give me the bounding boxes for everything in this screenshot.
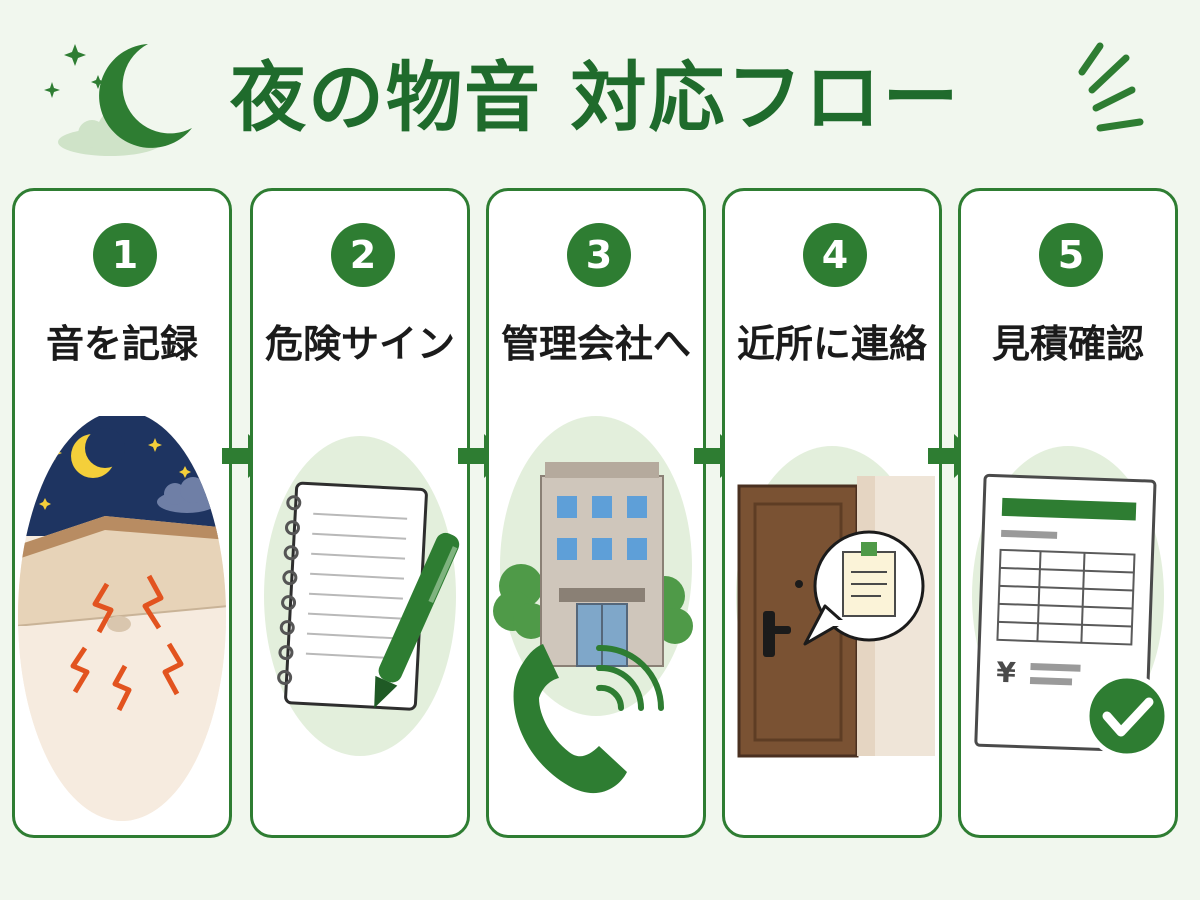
step-number-4: 4 [803,223,867,287]
step-label-4: 近所に連絡 [736,322,927,366]
step-label-1: 音を記録 [45,322,198,366]
step-number-1: 1 [93,223,157,287]
yen-symbol: ¥ [996,656,1017,690]
step-card-5: 5 見積確認 ¥ [958,188,1178,838]
header: 夜の物音 対応フロー [0,0,1200,185]
step-label-2: 危険サイン [264,322,455,366]
building-phone-icon [493,416,693,794]
sound-burst-icon [1078,42,1144,132]
step-card-1: 1 音を記録 [12,188,232,838]
step-number-3: 3 [567,223,631,287]
estimate-check-icon: ¥ [972,446,1170,759]
step-number-2: 2 [331,223,395,287]
step-label-3: 管理会社へ [500,322,691,366]
step-card-2: 2 危険サイン [250,188,470,838]
step-number-5: 5 [1039,223,1103,287]
step-card-4: 4 近所に連絡 [722,188,942,838]
step-label-5: 見積確認 [991,322,1144,366]
night-ceiling-noise-icon [18,416,226,821]
door-note-icon [736,446,935,758]
page-title: 夜の物音 対応フロー [230,53,961,142]
step-card-3: 3 管理会社へ [486,188,706,838]
moon-stars-icon [44,44,192,156]
notepad-pen-icon [264,436,460,756]
